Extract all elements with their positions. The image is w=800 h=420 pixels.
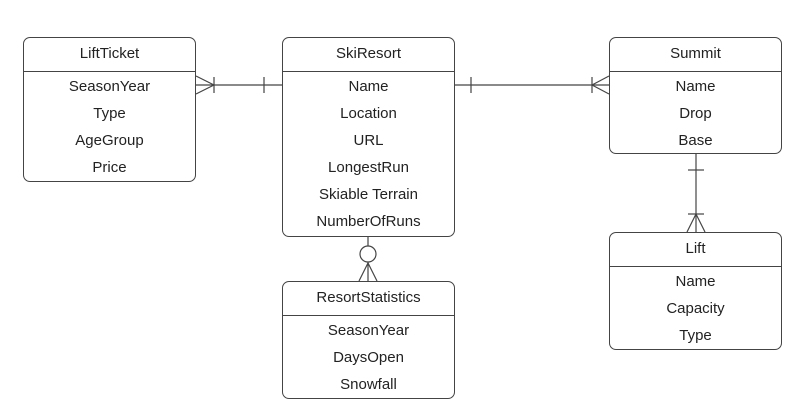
- entity-lift[interactable]: Lift Name Capacity Type: [609, 232, 782, 350]
- attribute: Skiable Terrain: [319, 186, 418, 203]
- attribute-list: SeasonYear Type AgeGroup Price: [24, 72, 195, 181]
- attribute: Type: [679, 327, 712, 344]
- attribute: DaysOpen: [333, 349, 404, 366]
- attribute: Price: [92, 159, 127, 176]
- connector-summit-lift: [686, 154, 706, 233]
- connector-skiresort-summit: [455, 75, 610, 95]
- attribute: NumberOfRuns: [316, 213, 421, 230]
- attribute: Type: [93, 105, 126, 122]
- attribute-list: Name Drop Base: [610, 72, 781, 154]
- attribute: LongestRun: [328, 159, 409, 176]
- attribute: Capacity: [666, 300, 725, 317]
- attribute: Name: [675, 78, 716, 95]
- attribute-list: Name Location URL LongestRun Skiable Ter…: [283, 72, 454, 235]
- entity-title: SkiResort: [283, 38, 454, 72]
- entity-title: Lift: [610, 233, 781, 267]
- entity-title: ResortStatistics: [283, 282, 454, 316]
- connector-skiresort-liftticket: [195, 75, 282, 95]
- attribute: Location: [340, 105, 397, 122]
- entity-title: Summit: [610, 38, 781, 72]
- attribute: Base: [678, 132, 713, 149]
- entity-summit[interactable]: Summit Name Drop Base: [609, 37, 782, 154]
- connector-skiresort-resortstatistics: [358, 237, 378, 282]
- attribute-list: SeasonYear DaysOpen Snowfall: [283, 316, 454, 398]
- attribute: Snowfall: [340, 376, 397, 393]
- attribute-list: Name Capacity Type: [610, 267, 781, 349]
- entity-title: LiftTicket: [24, 38, 195, 72]
- entity-skiresort[interactable]: SkiResort Name Location URL LongestRun S…: [282, 37, 455, 237]
- entity-liftticket[interactable]: LiftTicket SeasonYear Type AgeGroup Pric…: [23, 37, 196, 182]
- entity-resortstatistics[interactable]: ResortStatistics SeasonYear DaysOpen Sno…: [282, 281, 455, 399]
- attribute: AgeGroup: [75, 132, 144, 149]
- attribute: URL: [353, 132, 384, 149]
- attribute: Name: [675, 273, 716, 290]
- attribute: SeasonYear: [68, 78, 151, 95]
- attribute: SeasonYear: [327, 322, 410, 339]
- attribute: Name: [348, 78, 389, 95]
- attribute: Drop: [679, 105, 712, 122]
